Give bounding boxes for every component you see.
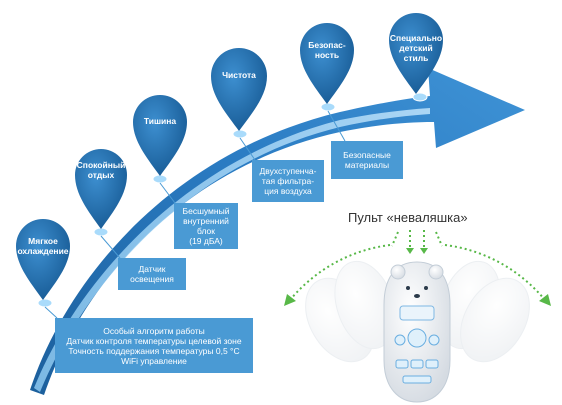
pin-label-calm-rest: Спокойный отдых <box>76 160 126 180</box>
pin-label-child-style: Специально детский стиль <box>389 33 443 63</box>
box-light-sensor: Датчик освещения <box>118 258 186 290</box>
pin-label-cleanliness: Чистота <box>222 70 256 80</box>
pin-label-soft-cooling: Мягкое охлаждение <box>17 236 69 256</box>
motion-arrows <box>289 230 546 301</box>
pin-shapes <box>16 13 443 300</box>
box-silent-unit: Бесшумный внутренний блок (19 дБА) <box>174 203 238 249</box>
pin-label-silence: Тишина <box>143 116 177 126</box>
box-special-algorithm: Особый алгоритм работы Датчик контроля т… <box>55 318 253 373</box>
pin-label-safety: Безопас- ность <box>308 40 346 60</box>
box-two-stage-filtration: Двухступенча- тая фильтра- ция воздуха <box>252 160 324 202</box>
remote-title: Пульт «неваляшка» <box>348 210 468 225</box>
growth-arrow-highlight <box>34 108 430 392</box>
connector-lines <box>44 110 346 319</box>
motion-arrowheads <box>284 248 551 306</box>
box-safe-materials: Безопасные материалы <box>331 141 403 179</box>
growth-arrow <box>30 68 525 395</box>
arrow-dots <box>37 92 428 308</box>
remote-control-icon <box>305 260 530 403</box>
